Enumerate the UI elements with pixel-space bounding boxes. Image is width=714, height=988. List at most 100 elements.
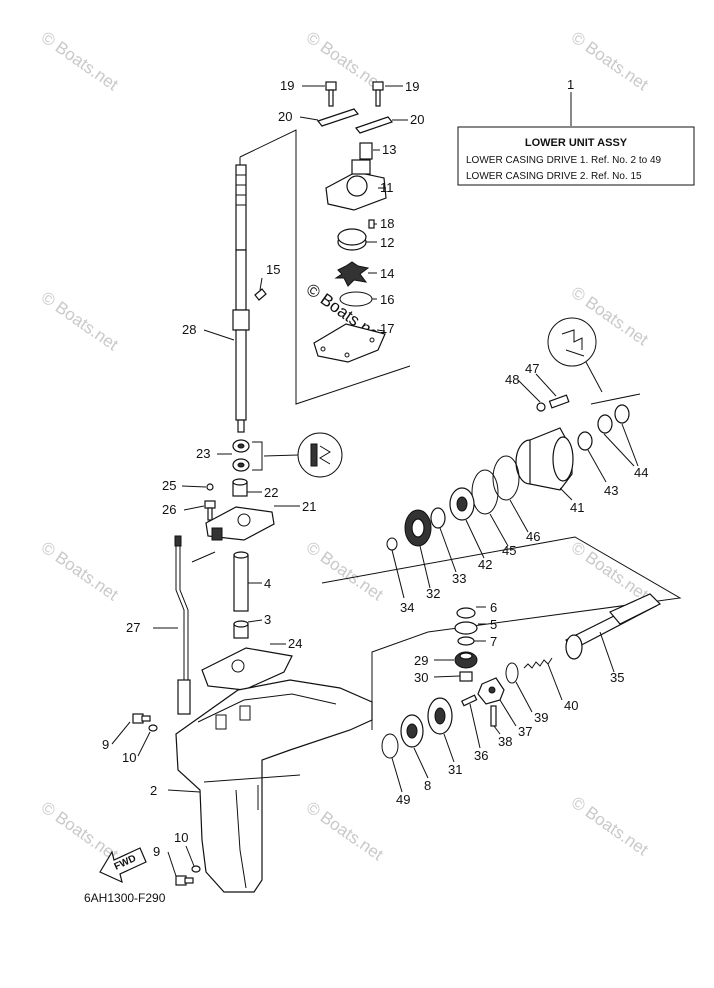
shift-rod-end — [177, 679, 191, 715]
water-pump-group-outline — [239, 129, 411, 405]
callout-label: 44 — [634, 465, 648, 480]
grommet-13 — [359, 142, 373, 160]
callout-label: 1 — [567, 77, 574, 92]
oil-seals-23 — [232, 432, 343, 478]
lower-casing-2 — [175, 679, 373, 893]
washer-7 — [457, 636, 475, 646]
bolt-19-left — [325, 81, 337, 91]
washer-10-lower — [191, 865, 201, 873]
callout-label: 47 — [525, 361, 539, 376]
watermark: © Boats.net — [38, 288, 122, 355]
callout-label: 29 — [414, 653, 428, 668]
pin-38 — [490, 705, 497, 727]
callout-label: 6 — [490, 600, 497, 615]
watermark: © Boats.net — [303, 538, 387, 605]
lower-casing-body — [175, 679, 373, 893]
pump-housing-port — [346, 175, 368, 197]
plunger-36 — [461, 694, 478, 707]
spring-40 — [523, 657, 553, 669]
callout-label: 27 — [126, 620, 140, 635]
callout-label: 21 — [302, 499, 316, 514]
diagram-code: 6AH1300-F290 — [84, 891, 166, 905]
plate-20-right — [354, 116, 394, 134]
pump-housing-neck — [351, 159, 371, 175]
o-ring-16 — [339, 291, 373, 307]
callout-label: 10 — [122, 750, 136, 765]
sleeve-parts — [233, 551, 249, 639]
shim-49 — [381, 733, 399, 759]
impeller-14 — [334, 261, 370, 287]
bolt-19-right-shank — [375, 89, 381, 107]
assy-box-row: LOWER CASING DRIVE 2. Ref. No. 15 — [466, 171, 642, 182]
callout-label: 3 — [264, 612, 271, 627]
oil-seal-43 — [577, 431, 593, 451]
forward-arrow: FWD — [99, 847, 147, 884]
callout-label: 11 — [380, 180, 394, 195]
driveshaft-housing-group — [204, 478, 275, 541]
callout-label: 40 — [564, 698, 578, 713]
callout-label: 39 — [534, 710, 548, 725]
detail-bubble-seal — [297, 432, 343, 478]
callout-label: 34 — [400, 600, 414, 615]
callout-label: 24 — [288, 636, 302, 651]
callout-label: 28 — [182, 322, 196, 337]
assy-box-frame — [457, 126, 695, 186]
shift-rod-27 — [174, 535, 191, 715]
pin-18 — [368, 219, 375, 229]
nut-30 — [459, 671, 473, 682]
o-ring-45 — [471, 469, 499, 515]
callout-label: 5 — [490, 617, 497, 632]
callout-numbers: 1 19 19 20 20 13 11 18 12 15 14 16 28 17… — [102, 77, 648, 859]
watermark: © Boats.net — [568, 28, 652, 95]
shim-34 — [386, 537, 398, 551]
watermark: © Boats.net — [568, 793, 652, 860]
drive-shaft-tip — [237, 419, 245, 433]
callout-label: 15 — [266, 262, 280, 277]
plate-20-left — [316, 108, 360, 127]
callout-label: 48 — [505, 372, 519, 387]
callout-label: 4 — [264, 576, 271, 591]
dowel-25 — [206, 483, 214, 491]
watermark: © Boats.net — [568, 538, 652, 605]
callout-leaders — [111, 85, 639, 877]
oil-seal-bracket — [252, 441, 263, 471]
detail-bubble-grease — [547, 317, 597, 367]
bolt-26-head — [204, 500, 216, 509]
fwd-arrow-shape — [99, 847, 147, 884]
callout-label: 9 — [153, 844, 160, 859]
sleeve-4 — [233, 554, 249, 612]
callout-label: 20 — [278, 109, 292, 124]
callout-label: 20 — [410, 112, 424, 127]
drive-shaft-lower — [235, 329, 247, 421]
callout-label: 36 — [474, 748, 488, 763]
drive-shaft — [232, 164, 250, 433]
callout-label: 12 — [380, 235, 394, 250]
prop-shaft-group — [381, 593, 662, 759]
driveshaft-housing-21 — [205, 506, 275, 541]
callout-label: 41 — [570, 500, 584, 515]
callout-label: 45 — [502, 543, 516, 558]
callout-label: 30 — [414, 670, 428, 685]
washer-10-upper — [148, 724, 158, 732]
callout-label: 14 — [380, 266, 394, 281]
callout-label: 9 — [102, 737, 109, 752]
callout-label: 19 — [405, 79, 419, 94]
callout-label: 31 — [448, 762, 462, 777]
callout-label: 33 — [452, 571, 466, 586]
propeller-shaft-group-outline — [321, 536, 682, 633]
callout-label: 38 — [498, 734, 512, 749]
callout-label: 46 — [526, 529, 540, 544]
callout-label: 23 — [196, 446, 210, 461]
callout-label: 18 — [380, 216, 394, 231]
callout-label: 43 — [604, 483, 618, 498]
housing-bracket — [191, 551, 216, 563]
callout-label: 2 — [150, 783, 157, 798]
shim-33 — [430, 507, 446, 529]
oil-seal-44-b — [614, 404, 630, 424]
bolt-19-right — [372, 81, 384, 91]
assy-box-row: LOWER CASING DRIVE 1. Ref. No. 2 to 49 — [466, 155, 662, 166]
callout-label: 35 — [610, 670, 624, 685]
callout-label: 26 — [162, 502, 176, 517]
watermark: © Boats.net — [38, 28, 122, 95]
